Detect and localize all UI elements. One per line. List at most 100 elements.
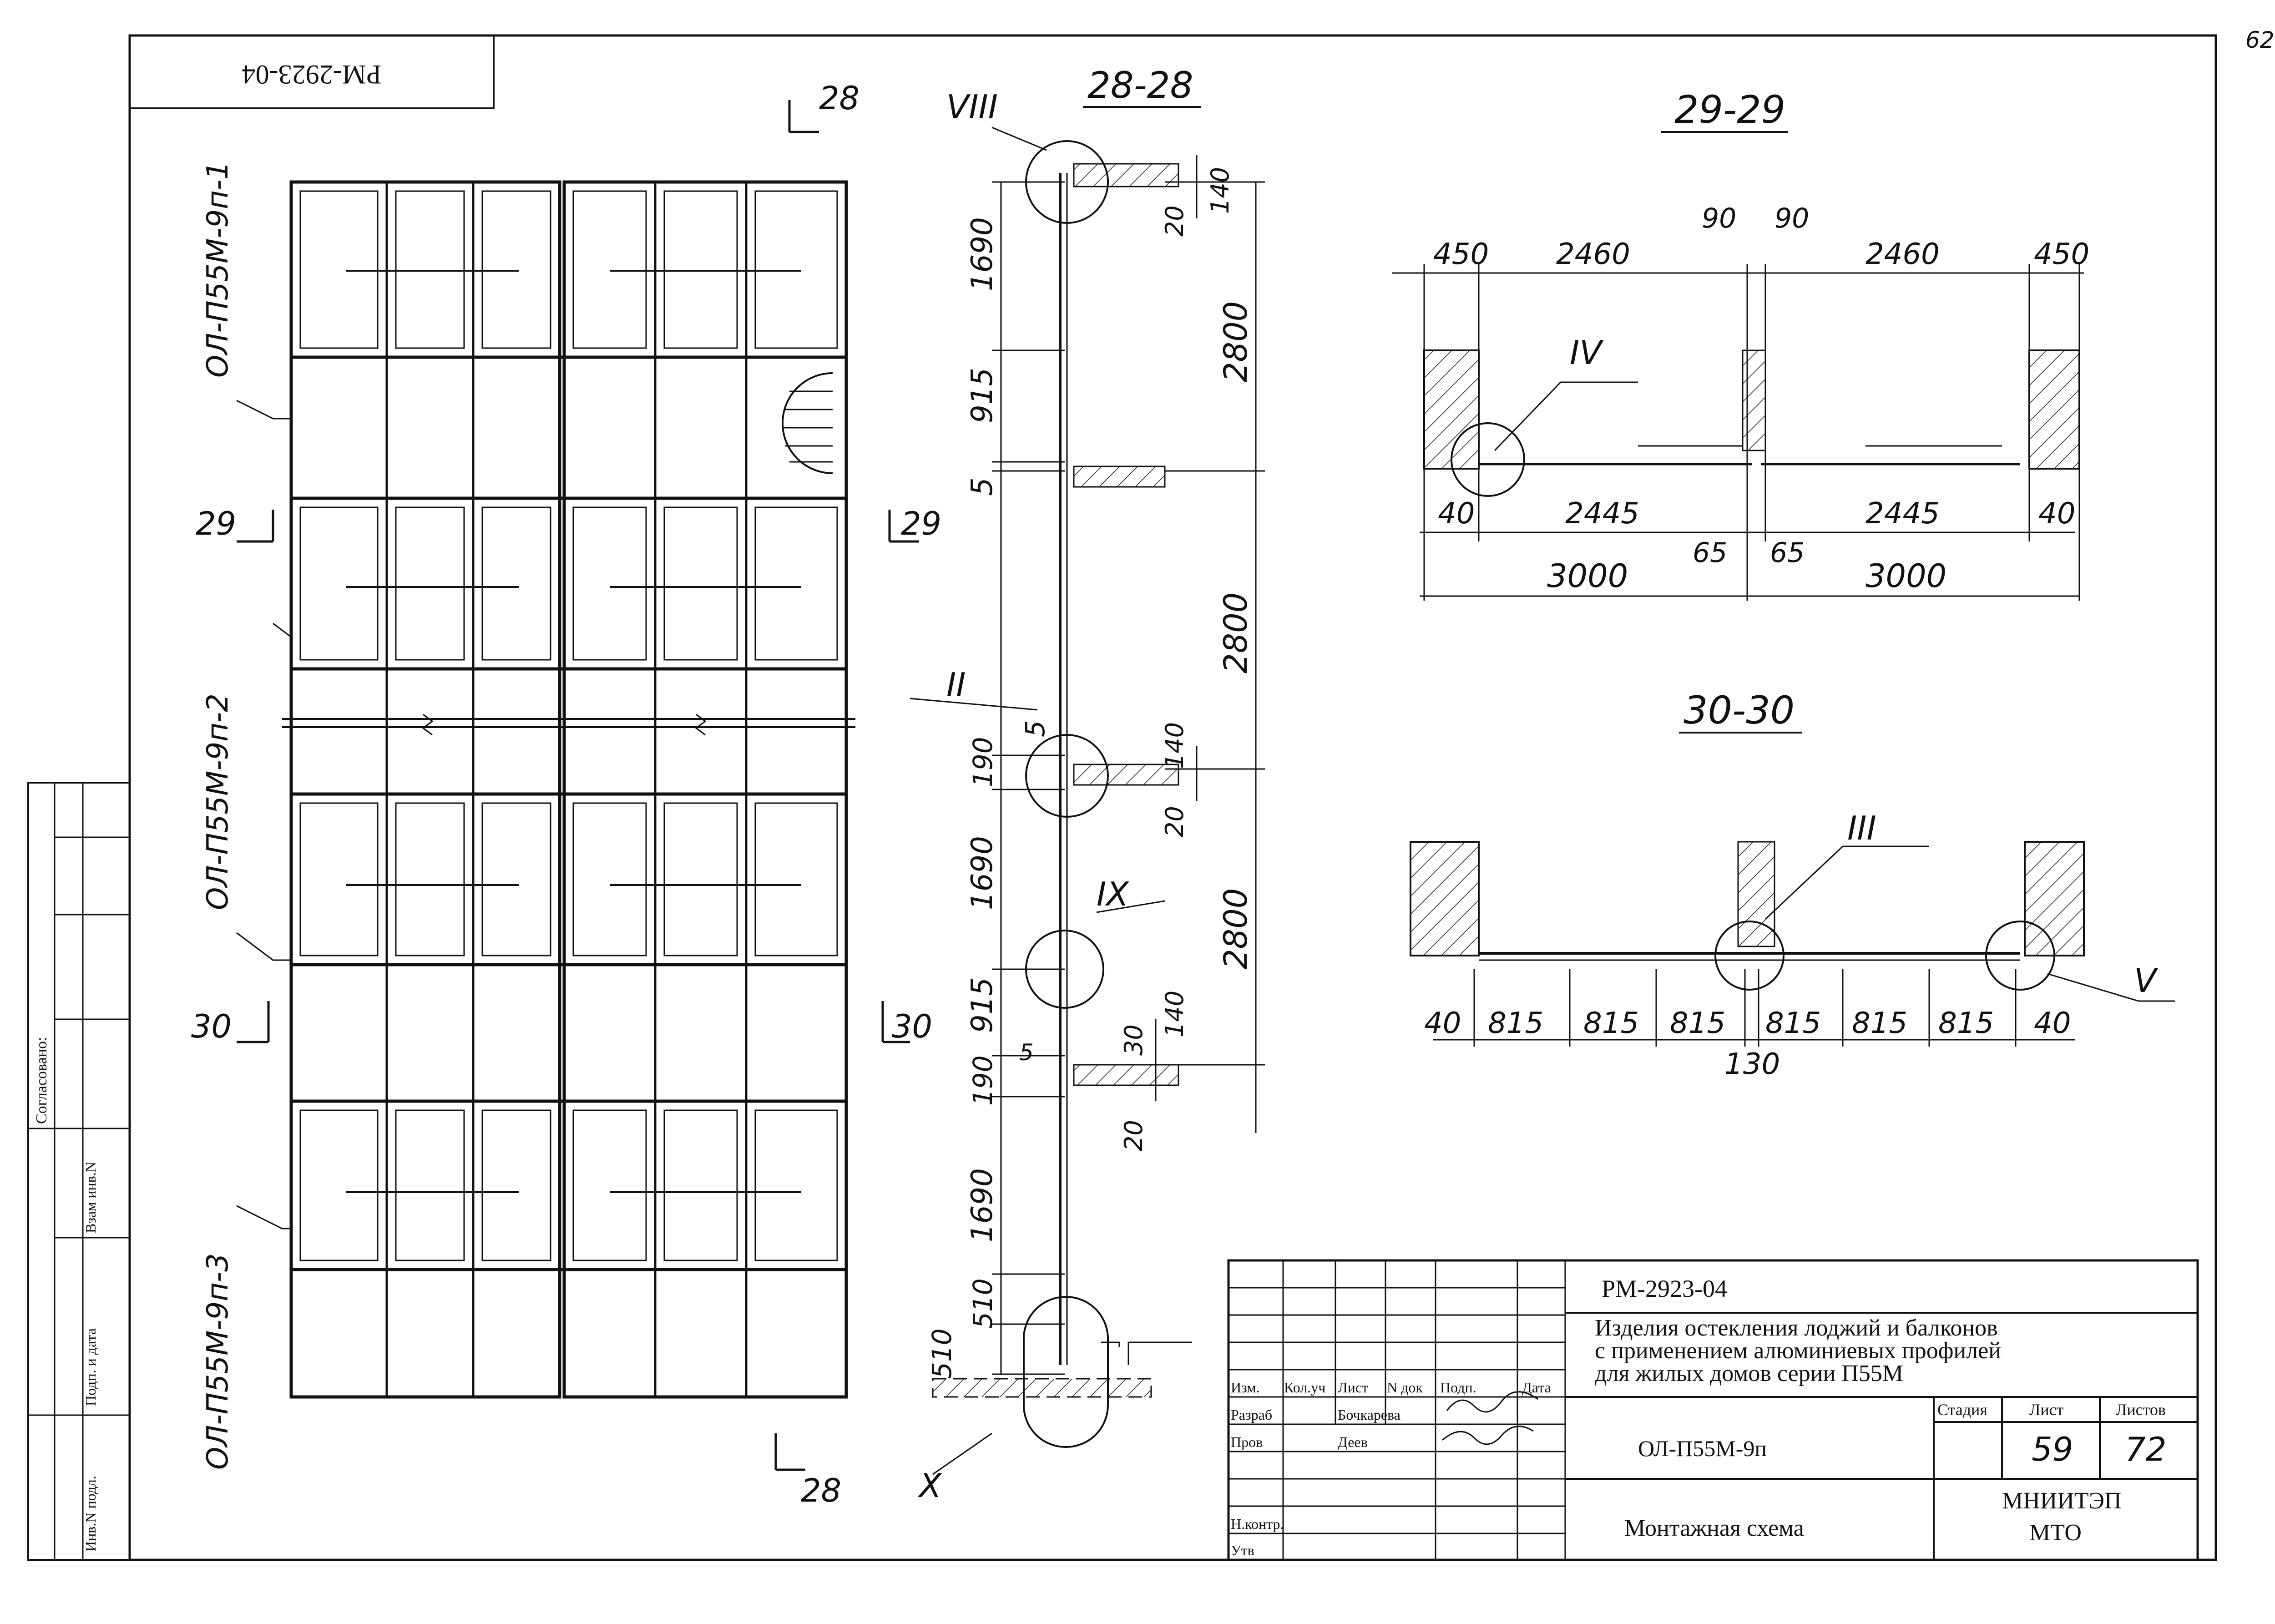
- section-30: [1410, 841, 2175, 1047]
- dim30-815-4: 815: [1765, 1007, 1821, 1040]
- dim-1690-b: 1690: [966, 836, 999, 910]
- node-V: V: [2134, 961, 2159, 1000]
- node-II: II: [946, 666, 966, 704]
- dim29-3000-b: 3000: [1866, 557, 1946, 595]
- dim30-815-1: 815: [1488, 1007, 1543, 1040]
- stamp-swap-inv-label: Взам инв.N: [82, 1162, 99, 1233]
- node-IV: IV: [1570, 334, 1604, 372]
- cut-29-right: 29: [901, 505, 941, 542]
- tb-col-data: Дата: [1522, 1379, 1551, 1396]
- tb-org-line1: МНИИТЭП: [2002, 1488, 2122, 1514]
- dim30-130: 130: [1724, 1047, 1780, 1081]
- left-stamp: Согласовано: Взам инв.N Подп. и дата Инв…: [27, 782, 131, 1561]
- dim30-815-2: 815: [1583, 1007, 1639, 1040]
- tb-org-line2: МТО: [2029, 1520, 2082, 1546]
- cut-28-top: 28: [819, 80, 859, 117]
- stamp-inv-orig-label: Инв.N подл.: [82, 1476, 99, 1552]
- section-28-labels: 28-28 VIII II IX X 1690 915 5 190 5 1690…: [917, 64, 1254, 1505]
- tb-role-razrab: Разраб: [1231, 1406, 1272, 1423]
- tb-col-podp: Подп.: [1440, 1379, 1476, 1396]
- mark-label-2: ОЛ-П55М-9п-2: [201, 693, 235, 910]
- dim30-40-b: 40: [2034, 1007, 2071, 1040]
- tb-title-line1: Изделия остекления лоджий и балконов: [1595, 1315, 1998, 1341]
- dim29-3000-a: 3000: [1547, 557, 1628, 595]
- tb-title-line3: для жилых домов серии П55М: [1595, 1361, 1903, 1386]
- mark-label-3: ОЛ-П55М-9п-3: [201, 1253, 235, 1470]
- tb-drawing-name: Монтажная схема: [1624, 1515, 1804, 1541]
- node-VIII: VIII: [946, 88, 998, 126]
- dim-140-a: 140: [1206, 167, 1234, 214]
- section-30-title: 30-30: [1684, 688, 1795, 733]
- dim-1690-a: 1690: [966, 217, 999, 291]
- mark-label-1: ОЛ-П55М-9п-1: [201, 161, 235, 378]
- dim29-65-a: 65: [1693, 537, 1727, 569]
- tb-name-razrab: Бочкарева: [1338, 1406, 1400, 1423]
- tb-sheet-label: Лист: [2029, 1401, 2064, 1419]
- dim-5-a: 5: [966, 477, 999, 496]
- dim29-2445-a: 2445: [1565, 497, 1639, 531]
- node-III: III: [1847, 809, 1876, 847]
- dim-510-b: 510: [926, 1328, 957, 1379]
- tb-col-ndok: N док: [1387, 1379, 1423, 1396]
- section-29-labels: 29-29 IV 450 2460 90 90 2460 450 40 2445…: [1433, 87, 2089, 595]
- dim-190-b: 190: [967, 1055, 998, 1106]
- dim-140-c: 140: [1160, 991, 1189, 1037]
- dim-2800-a: 2800: [1217, 301, 1254, 382]
- dim-510-a: 510: [967, 1278, 998, 1329]
- tb-col-kol: Кол.уч: [1284, 1379, 1325, 1396]
- cut-28-bottom: 28: [801, 1472, 841, 1509]
- tb-title-line2: с применением алюминиевых профилей: [1595, 1338, 2001, 1364]
- dim-20-b: 20: [1160, 806, 1189, 837]
- dim29-90-a: 90: [1702, 202, 1736, 234]
- dim29-65-b: 65: [1770, 537, 1805, 569]
- dim-1690-c: 1690: [966, 1168, 999, 1242]
- section-29: [1392, 264, 2084, 601]
- stamp-agreed-label: Согласовано:: [33, 1037, 50, 1124]
- dim30-815-5: 815: [1852, 1007, 1907, 1040]
- dim-30: 30: [1119, 1024, 1148, 1056]
- section-28-title: 28-28: [1087, 64, 1193, 106]
- dim-2800-b: 2800: [1217, 592, 1254, 673]
- elevation-labels: 28 28 29 29 30 30 ОЛ-П55М-9п-1 ОЛ-П55М-9…: [191, 80, 941, 1509]
- tb-col-list: Лист: [1338, 1379, 1368, 1396]
- section-28: [910, 126, 1265, 1475]
- dim-20-c: 20: [1119, 1120, 1148, 1151]
- dim-190-a: 190: [967, 737, 998, 787]
- dim29-90-b: 90: [1774, 202, 1809, 234]
- dim29-2460-b: 2460: [1866, 238, 1940, 271]
- dim-5-c: 5: [1019, 1039, 1034, 1066]
- tb-name-prov: Деев: [1338, 1434, 1368, 1450]
- dim-20-a: 20: [1160, 205, 1189, 237]
- cut-30-left: 30: [191, 1008, 232, 1045]
- tb-role-prov: Пров: [1231, 1434, 1263, 1450]
- dim29-2460-a: 2460: [1556, 238, 1630, 271]
- title-block-text: РМ-2923-04 Изделия остекления лоджий и б…: [1231, 1275, 2167, 1558]
- dim-915-b: 915: [966, 977, 999, 1033]
- stamp-sign-date-label: Подп. и дата: [82, 1328, 99, 1406]
- tb-role-nkontr: Н.контр.: [1231, 1516, 1284, 1532]
- page-number: 62: [2245, 27, 2275, 53]
- tb-sheets-label: Листов: [2116, 1401, 2166, 1419]
- tb-sheets-value: 72: [2125, 1430, 2167, 1468]
- dim29-2445-b: 2445: [1866, 497, 1940, 531]
- dim29-450-b: 450: [2034, 238, 2089, 271]
- dim30-815-3: 815: [1670, 1007, 1725, 1040]
- mirrored-code: РМ-2923-04: [242, 60, 382, 90]
- title-block: [1227, 1259, 2199, 1561]
- tb-sheet-value: 59: [2032, 1430, 2073, 1468]
- dim29-40-b: 40: [2038, 497, 2075, 531]
- dim-915-a: 915: [966, 368, 999, 423]
- node-IX: IX: [1097, 875, 1129, 913]
- cut-29-left: 29: [196, 505, 236, 542]
- tb-stage-label: Стадия: [1937, 1401, 1987, 1419]
- elevation: [236, 100, 919, 1471]
- tb-doc-code: РМ-2923-04: [1602, 1275, 1727, 1302]
- dim30-815-6: 815: [1938, 1007, 1994, 1040]
- dim29-450-a: 450: [1433, 238, 1489, 271]
- dim-2800-c: 2800: [1217, 888, 1254, 969]
- tb-product: ОЛ-П55М-9п: [1638, 1436, 1767, 1461]
- dim30-40-a: 40: [1424, 1007, 1461, 1040]
- cut-30-right: 30: [892, 1008, 932, 1045]
- section-30-labels: 30-30 III V 40 815 815 815 815 815 815 4…: [1424, 688, 2159, 1081]
